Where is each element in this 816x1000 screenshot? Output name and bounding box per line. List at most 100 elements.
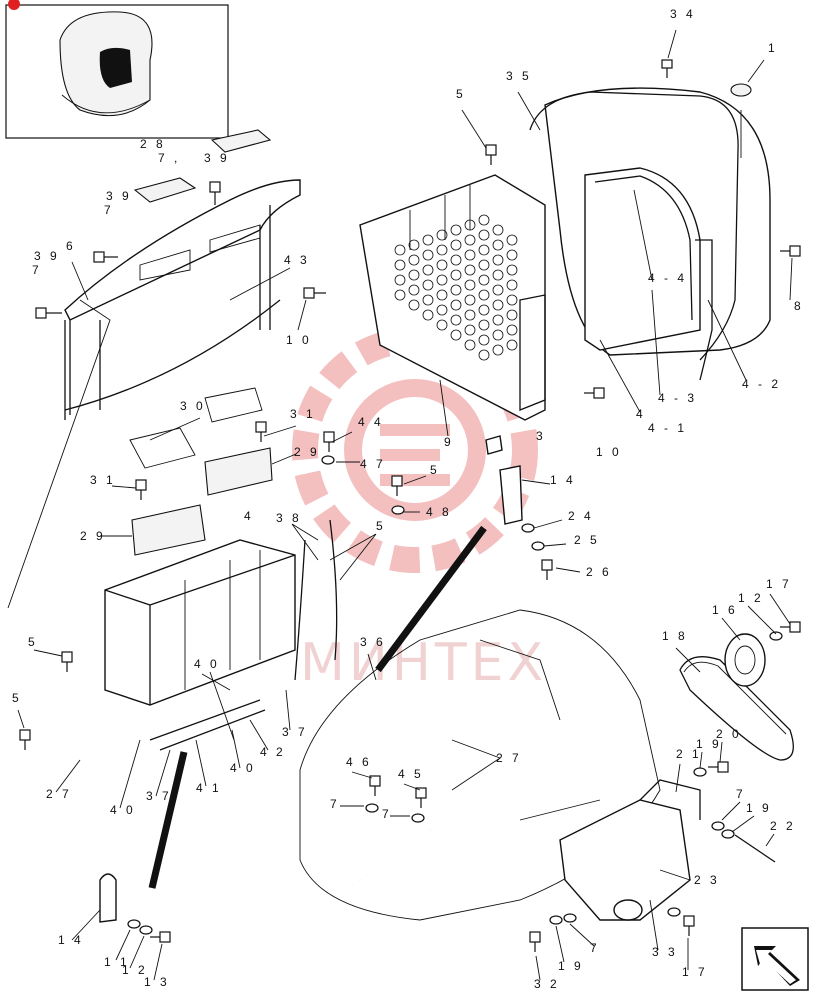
- upper-panel: [64, 129, 301, 420]
- bolt-icon: [61, 651, 73, 672]
- bolt-icon: [584, 387, 605, 399]
- callout-label-45: 4 5: [398, 767, 424, 781]
- callout-label-39c: 3 9: [34, 249, 60, 263]
- bolt-icon: [93, 251, 118, 263]
- nav-arrow-button[interactable]: [741, 927, 809, 991]
- bolt-icon: [323, 431, 335, 452]
- callout-label-7b: 7: [104, 203, 114, 217]
- washer-icon: [549, 915, 563, 925]
- callout-label-48: 4 8: [426, 505, 452, 519]
- washer-icons: [127, 455, 783, 935]
- callout-label-28: 2 8: [140, 137, 166, 151]
- bolt-icon: [415, 787, 427, 808]
- callout-label-40b: 4 0: [230, 761, 256, 775]
- callout-label-42a: 4 - 2: [742, 377, 781, 391]
- bolt-icons: [19, 59, 801, 952]
- callout-label-8: 8: [794, 299, 804, 313]
- washer-icon: [139, 925, 153, 935]
- washer-icon: [521, 523, 535, 533]
- callout-label-27a: 2 7: [496, 751, 522, 765]
- callout-label-43b: 4 - 3: [658, 391, 697, 405]
- callout-label-5d: 5: [28, 635, 38, 649]
- washer-icon: [769, 631, 783, 641]
- callout-label-19b: 1 9: [746, 801, 772, 815]
- compressor-bracket: [559, 779, 776, 921]
- washer-icon: [321, 455, 335, 465]
- bolt-icon: [369, 775, 381, 796]
- callout-label-39b: 3 9: [106, 189, 132, 203]
- washer-icon: [365, 803, 379, 813]
- callout-label-6: 6: [66, 239, 76, 253]
- bolt-icon: [35, 307, 62, 319]
- callout-label-43: 4 3: [284, 253, 310, 267]
- clamp-icon: [499, 465, 523, 525]
- pointer-arrows: [148, 525, 487, 889]
- callout-label-20: 2 0: [716, 727, 742, 741]
- bolt-icon: [708, 761, 729, 773]
- washer-icon: [391, 505, 405, 515]
- callout-label-19c: 1 9: [558, 959, 584, 973]
- callout-label-5a: 5: [456, 87, 466, 101]
- callout-label-7g: 7: [590, 941, 600, 955]
- leader-lines: [7, 29, 793, 981]
- callout-label-31b: 3 1: [90, 473, 116, 487]
- bolt-icon: [485, 144, 497, 165]
- callout-label-29a: 2 9: [294, 445, 320, 459]
- callout-label-46: 4 6: [346, 755, 372, 769]
- callout-label-5c: 5: [376, 519, 386, 533]
- callout-label-34: 3 4: [670, 7, 696, 21]
- washer-icon: [721, 829, 735, 839]
- callout-label-35: 3 5: [506, 69, 532, 83]
- callout-label-27b: 2 7: [46, 787, 72, 801]
- clamp-icon: [99, 873, 117, 923]
- callout-label-7a: 7 ,: [158, 151, 180, 165]
- callout-label-12a: 1 2: [738, 591, 764, 605]
- callout-label-21: 2 1: [676, 747, 702, 761]
- callout-label-39a: 3 9: [204, 151, 230, 165]
- bolt-icon: [135, 479, 147, 500]
- callout-label-44a: 4 - 4: [648, 271, 687, 285]
- coolant-hoses: [149, 519, 452, 991]
- callout-label-1: 1: [768, 41, 778, 55]
- callout-label-17b: 1 7: [682, 965, 708, 979]
- callout-label-22: 2 2: [770, 819, 796, 833]
- fan-belt: [679, 656, 794, 761]
- callout-label-4b: 4: [244, 509, 254, 523]
- watermark-text: МИНТЕХ: [300, 633, 547, 693]
- callout-label-7c: 7: [32, 263, 42, 277]
- inset-thumbnail: [5, 0, 229, 139]
- callout-label-5e: 5: [12, 691, 22, 705]
- washer-icon: [693, 767, 707, 777]
- callout-label-9: 9: [444, 435, 454, 449]
- callout-label-30: 3 0: [180, 399, 206, 413]
- callout-label-32: 3 2: [534, 977, 560, 991]
- callout-label-23: 2 3: [694, 873, 720, 887]
- radiator-screen: [359, 174, 546, 421]
- callout-label-16: 1 6: [712, 603, 738, 617]
- bolt-icon: [780, 245, 801, 257]
- callout-label-40c: 4 0: [110, 803, 136, 817]
- bolt-icon: [541, 559, 553, 580]
- bolt-icon: [683, 915, 695, 936]
- bolt-icon: [780, 621, 801, 633]
- callout-label-40a: 4 0: [194, 657, 220, 671]
- callout-label-33: 3 3: [652, 945, 678, 959]
- washer-icon: [531, 541, 545, 551]
- callout-label-7f: 7: [736, 787, 746, 801]
- pulley: [724, 633, 766, 687]
- bolt-icon: [209, 181, 221, 205]
- callout-label-47: 4 7: [360, 457, 386, 471]
- bolt-icon: [19, 729, 31, 750]
- callout-label-18: 1 8: [662, 629, 688, 643]
- callout-label-41b: 4 1: [196, 781, 222, 795]
- nav-arrow-icon: [754, 946, 800, 986]
- callout-label-4a: 4: [636, 407, 646, 421]
- seal-frame: [584, 167, 713, 381]
- bolt-icon: [529, 931, 541, 952]
- clamp-parts: [99, 435, 523, 923]
- washer-icon: [667, 907, 681, 917]
- bolt-icon: [661, 59, 673, 78]
- callout-label-29b: 2 9: [80, 529, 106, 543]
